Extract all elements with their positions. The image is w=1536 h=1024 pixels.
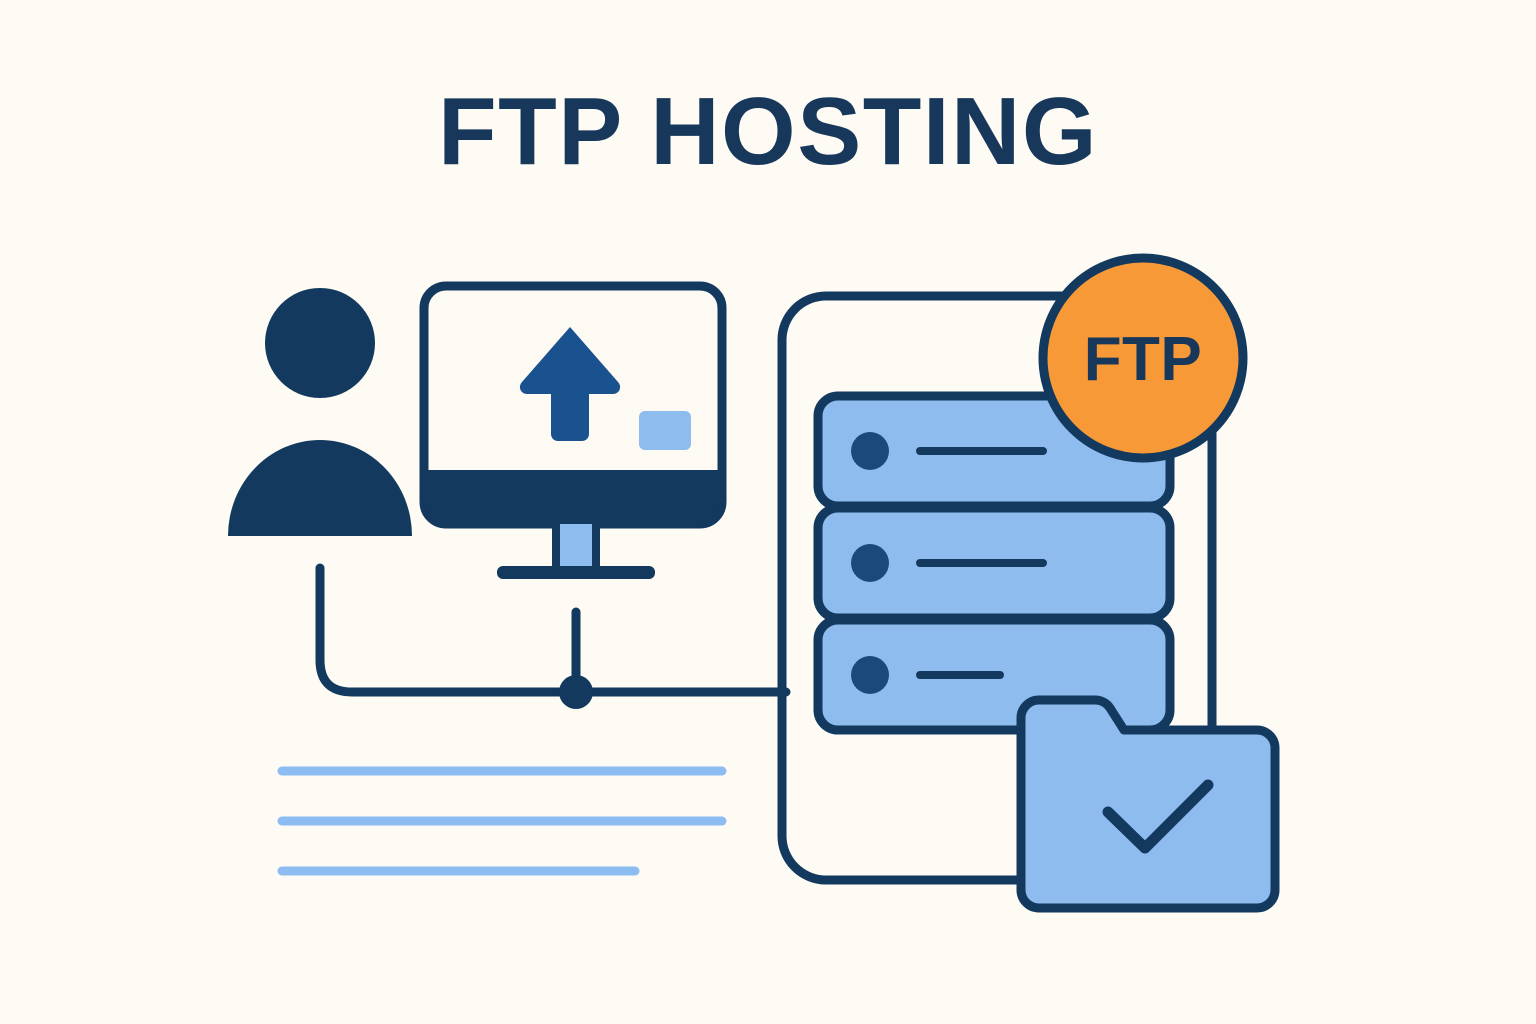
file-tile — [639, 411, 691, 450]
monitor — [419, 281, 727, 579]
user-head — [265, 288, 375, 398]
user-body — [228, 440, 412, 536]
ftp-badge-circle — [1038, 253, 1248, 463]
led-indicator — [851, 544, 889, 582]
connection-node — [559, 675, 593, 709]
connection-path-user — [315, 563, 791, 697]
led-indicator — [851, 432, 889, 470]
folder-shape — [1016, 695, 1280, 913]
led-indicator — [851, 656, 889, 694]
connection-line — [315, 563, 791, 697]
upload-arrow-icon — [519, 327, 621, 441]
ftp-badge[interactable]: FTP — [1038, 253, 1248, 463]
server-rack — [813, 391, 1175, 735]
monitor-base — [497, 566, 655, 579]
decor-lines — [277, 766, 727, 876]
user-avatar — [228, 288, 412, 536]
page-title: FTP HOSTING — [437, 78, 1099, 185]
server-enclosure-outline — [777, 291, 1217, 885]
folder-checked — [1016, 695, 1280, 913]
check-icon — [1102, 779, 1214, 854]
server-unit-2 — [813, 503, 1175, 623]
monitor-neck-highlight — [560, 524, 592, 572]
monitor-bezel — [428, 470, 718, 524]
ftp-badge-label: FTP — [1084, 325, 1203, 394]
